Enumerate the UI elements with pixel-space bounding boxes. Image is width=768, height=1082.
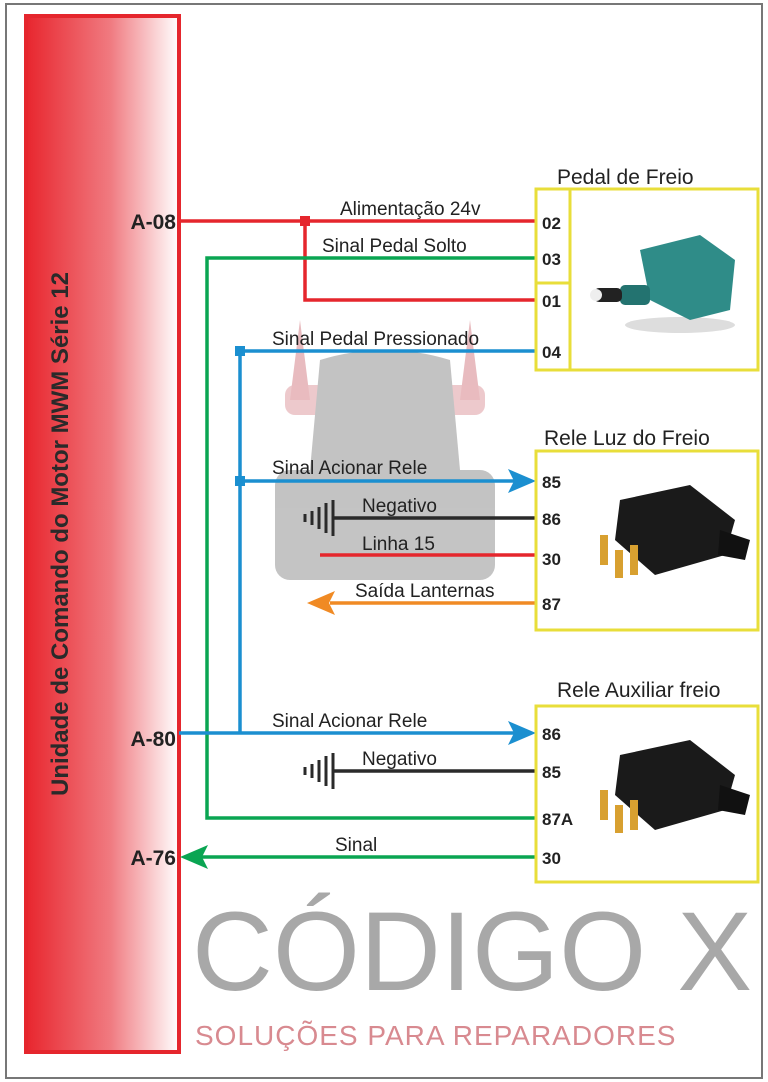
pin-85: 85: [542, 763, 561, 782]
pedal-box: [534, 187, 760, 372]
codigox-watermark: CÓDIGO X SOLUÇÕES PARA REPARADORES: [192, 889, 752, 1051]
pin-30: 30: [542, 550, 561, 569]
wire-pedal-01: [303, 221, 536, 302]
pin-85: 85: [542, 473, 561, 492]
ground-icon: [303, 500, 335, 536]
pedal-title: Pedal de Freio: [557, 166, 694, 189]
ground-icon: [303, 753, 335, 789]
pin-01: 01: [542, 292, 561, 311]
watermark-brand: CÓDIGO X: [192, 889, 752, 1014]
wire-pedal-solto: [205, 256, 536, 820]
connector-a08: A-08: [130, 211, 176, 234]
label-pedal-solto: Sinal Pedal Solto: [322, 236, 467, 257]
arrow-left-icon: [180, 845, 208, 869]
junction-blue-top: [235, 346, 245, 356]
label-pedal-pressionado: Sinal Pedal Pressionado: [272, 329, 479, 350]
label-acionar-rele-2: Sinal Acionar Rele: [272, 711, 427, 732]
pin-02: 02: [542, 214, 561, 233]
rele-aux-title: Rele Auxiliar freio: [557, 679, 720, 702]
truck-watermark: [275, 320, 495, 580]
label-acionar-rele-1: Sinal Acionar Rele: [272, 458, 427, 479]
arrow-left-icon: [307, 591, 335, 615]
pin-86: 86: [542, 725, 561, 744]
label-negativo-1: Negativo: [362, 496, 437, 517]
junction-blue-mid: [235, 476, 245, 486]
label-saida-lanternas: Saída Lanternas: [355, 581, 494, 602]
junction-red: [300, 216, 310, 226]
arrow-right-icon: [508, 721, 536, 745]
relay-image: [600, 740, 750, 833]
label-linha15: Linha 15: [362, 534, 435, 555]
connector-a76: A-76: [130, 847, 176, 870]
pin-87: 87: [542, 595, 561, 614]
connector-a80: A-80: [130, 728, 176, 751]
pin-30: 30: [542, 849, 561, 868]
rele-luz-title: Rele Luz do Freio: [544, 427, 710, 450]
rele-aux-box: [534, 704, 760, 884]
pin-87a: 87A: [542, 810, 573, 829]
brake-switch-image: [590, 235, 735, 333]
pin-04: 04: [542, 343, 561, 362]
watermark-tagline: SOLUÇÕES PARA REPARADORES: [195, 1020, 676, 1051]
label-negativo-2: Negativo: [362, 749, 437, 770]
pin-03: 03: [542, 250, 561, 269]
ecu-block: [24, 14, 181, 1054]
pin-86: 86: [542, 510, 561, 529]
rele-luz-box: [534, 449, 760, 632]
label-alimentacao: Alimentação 24v: [340, 199, 481, 220]
label-sinal: Sinal: [335, 835, 377, 856]
arrow-right-icon: [508, 469, 536, 493]
ecu-label: Unidade de Comando do Motor MWM Série 12: [47, 272, 74, 796]
relay-image: [600, 485, 750, 578]
